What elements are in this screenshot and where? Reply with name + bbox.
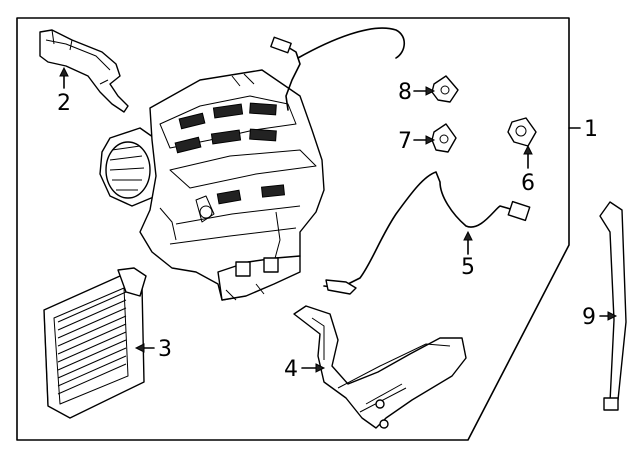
drain-hose-icon[interactable] — [599, 201, 627, 411]
callout-5-label: 5 — [461, 255, 475, 280]
callout-8-label: 8 — [398, 80, 412, 105]
callout-1-label: 1 — [584, 117, 598, 142]
evaporator-core-icon[interactable] — [43, 267, 147, 419]
leader-lines — [59, 66, 618, 373]
actuator-icon[interactable] — [431, 75, 459, 103]
callout-6-label: 6 — [521, 171, 535, 196]
actuator-icon[interactable] — [507, 117, 537, 147]
actuator-icon[interactable] — [431, 123, 457, 153]
callout-9-label: 9 — [582, 305, 596, 330]
callout-4-label: 4 — [284, 357, 298, 382]
wire-harness-icon[interactable] — [323, 171, 531, 295]
duct-bracket-icon[interactable] — [39, 29, 129, 113]
heater-core-icon[interactable] — [293, 305, 467, 429]
callout-2-label: 2 — [57, 91, 71, 116]
hvac-unit-assembly-icon[interactable] — [99, 27, 406, 301]
assembly-boundary — [16, 17, 570, 441]
callout-3-label: 3 — [158, 337, 172, 362]
callout-7-label: 7 — [398, 129, 412, 154]
